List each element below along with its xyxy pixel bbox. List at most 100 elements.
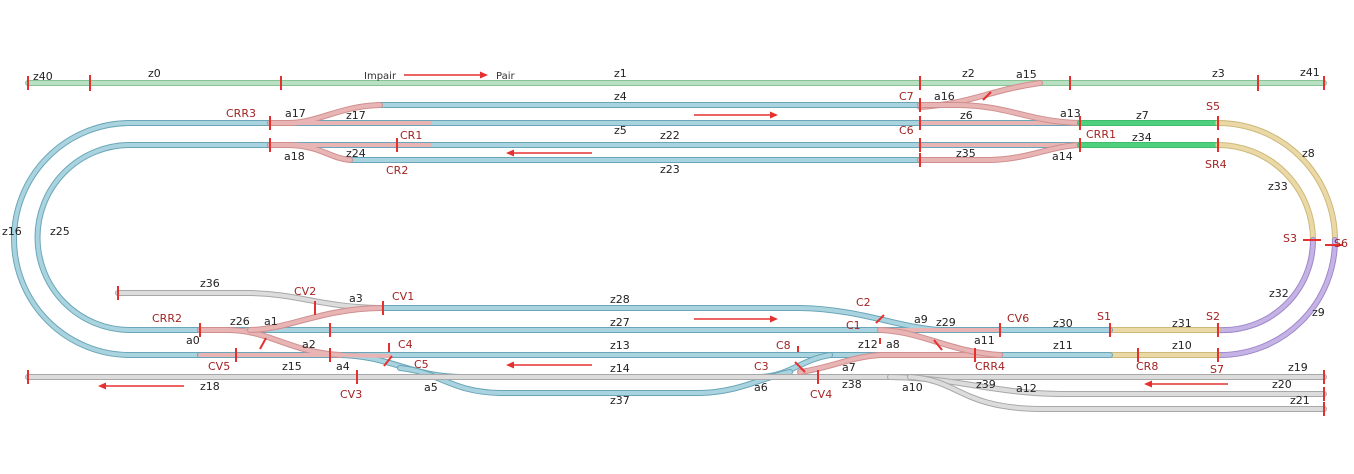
signal-label: CV3 (340, 388, 362, 401)
signal-label: C3 (754, 360, 769, 373)
arrow-left-icon (98, 382, 184, 390)
track-switch-zones-upper (267, 102, 1083, 163)
zone-label: z36 (200, 277, 220, 290)
signal-label: S1 (1097, 310, 1111, 323)
arrow-left-icon (506, 149, 592, 157)
signal-label: S2 (1206, 310, 1220, 323)
zone-label: z38 (842, 378, 862, 391)
zone-label: z5 (614, 124, 627, 137)
zone-label: a18 (284, 150, 305, 163)
zone-label: z34 (1132, 131, 1152, 144)
zone-label: a16 (934, 90, 955, 103)
zone-label: z31 (1172, 317, 1192, 330)
tracks (11, 80, 1338, 412)
zone-label: z26 (230, 315, 250, 328)
zone-label: z7 (1136, 109, 1149, 122)
zone-label: a9 (914, 313, 928, 326)
signal-label: CV2 (294, 285, 316, 298)
zone-label: a3 (349, 292, 363, 305)
signal-label: C6 (899, 124, 914, 137)
zone-label: a12 (1016, 382, 1037, 395)
zone-label: a14 (1052, 150, 1073, 163)
arrow-left-icon (1144, 380, 1228, 388)
zone-label: a2 (302, 338, 316, 351)
zone-label: z18 (200, 380, 220, 393)
arrow-right-icon (694, 315, 778, 323)
zone-label: z10 (1172, 339, 1192, 352)
zone-label: z12 (858, 338, 878, 351)
zone-label: a6 (754, 381, 768, 394)
zone-label: z29 (936, 316, 956, 329)
zone-label: z13 (610, 339, 630, 352)
zone-label: z16 (2, 225, 22, 238)
zone-label: z24 (346, 147, 366, 160)
track-z21 (907, 374, 1327, 412)
zone-label: z23 (660, 163, 680, 176)
zone-label: z28 (610, 293, 630, 306)
signal-label: CR8 (1136, 360, 1158, 373)
signal-label: CV6 (1007, 312, 1029, 325)
zone-label: a7 (842, 361, 856, 374)
zone-label: a17 (285, 107, 306, 120)
track-right-loop-outer (1215, 120, 1338, 359)
signal-label: CV4 (810, 388, 832, 401)
track-right-loop-inner (1215, 142, 1317, 334)
zone-label: z14 (610, 362, 630, 375)
zone-label: a13 (1060, 107, 1081, 120)
signal-label: CRR2 (152, 312, 182, 325)
zone-label: a8 (886, 338, 900, 351)
signal-label: CR2 (386, 164, 408, 177)
zone-label: z20 (1272, 378, 1292, 391)
zone-label: z21 (1290, 394, 1310, 407)
signal-label: S7 (1210, 363, 1224, 376)
zone-label: z17 (346, 109, 366, 122)
signal-label: S5 (1206, 100, 1220, 113)
signal-labels: CRR3 C7 S5 CR1 C6 CRR1 CR2 SR4 S3 S6 CV2… (152, 90, 1348, 401)
signal-label: C4 (398, 338, 413, 351)
signal-label: SR4 (1205, 158, 1227, 171)
zone-label: z37 (610, 394, 630, 407)
zone-label: z1 (614, 67, 627, 80)
signal-label: CR1 (400, 129, 422, 142)
zone-label: z15 (282, 360, 302, 373)
zone-label: z32 (1269, 287, 1289, 300)
zone-label: a15 (1016, 68, 1037, 81)
arrow-right-icon (404, 71, 488, 79)
zone-label: z11 (1053, 339, 1073, 352)
zone-label: z27 (610, 316, 630, 329)
zone-label: z33 (1268, 180, 1288, 193)
track-z7-z34 (1077, 120, 1221, 148)
direction-to-label: Pair (496, 71, 515, 82)
zone-label: z4 (614, 90, 627, 103)
zone-label: z8 (1302, 147, 1315, 160)
zone-label: z9 (1312, 306, 1325, 319)
signal-label: S6 (1334, 237, 1348, 250)
zone-label: z30 (1053, 317, 1073, 330)
signal-label: C8 (776, 339, 791, 352)
signal-label: C5 (414, 358, 429, 371)
zone-label: z35 (956, 147, 976, 160)
zone-label: a11 (974, 334, 995, 347)
zone-label: z22 (660, 129, 680, 142)
zone-label: a5 (424, 381, 438, 394)
zone-label: z25 (50, 225, 70, 238)
track-z36 (115, 290, 383, 311)
zone-label: a1 (264, 315, 278, 328)
direction-arrows (98, 71, 1228, 390)
signal-label: CRR4 (975, 360, 1005, 373)
track-z37 (397, 365, 793, 396)
zone-label: a4 (336, 360, 350, 373)
zone-label: z2 (962, 67, 975, 80)
track-z31-z10 (1107, 327, 1221, 358)
zone-label: z41 (1300, 66, 1320, 79)
arrow-right-icon (694, 111, 778, 119)
zone-label: a10 (902, 381, 923, 394)
signal-label: C2 (856, 296, 871, 309)
signal-label: CV1 (392, 290, 414, 303)
signal-label: C7 (899, 90, 914, 103)
signal-label: CRR3 (226, 107, 256, 120)
zone-label: z19 (1288, 361, 1308, 374)
zone-label: z0 (148, 67, 161, 80)
